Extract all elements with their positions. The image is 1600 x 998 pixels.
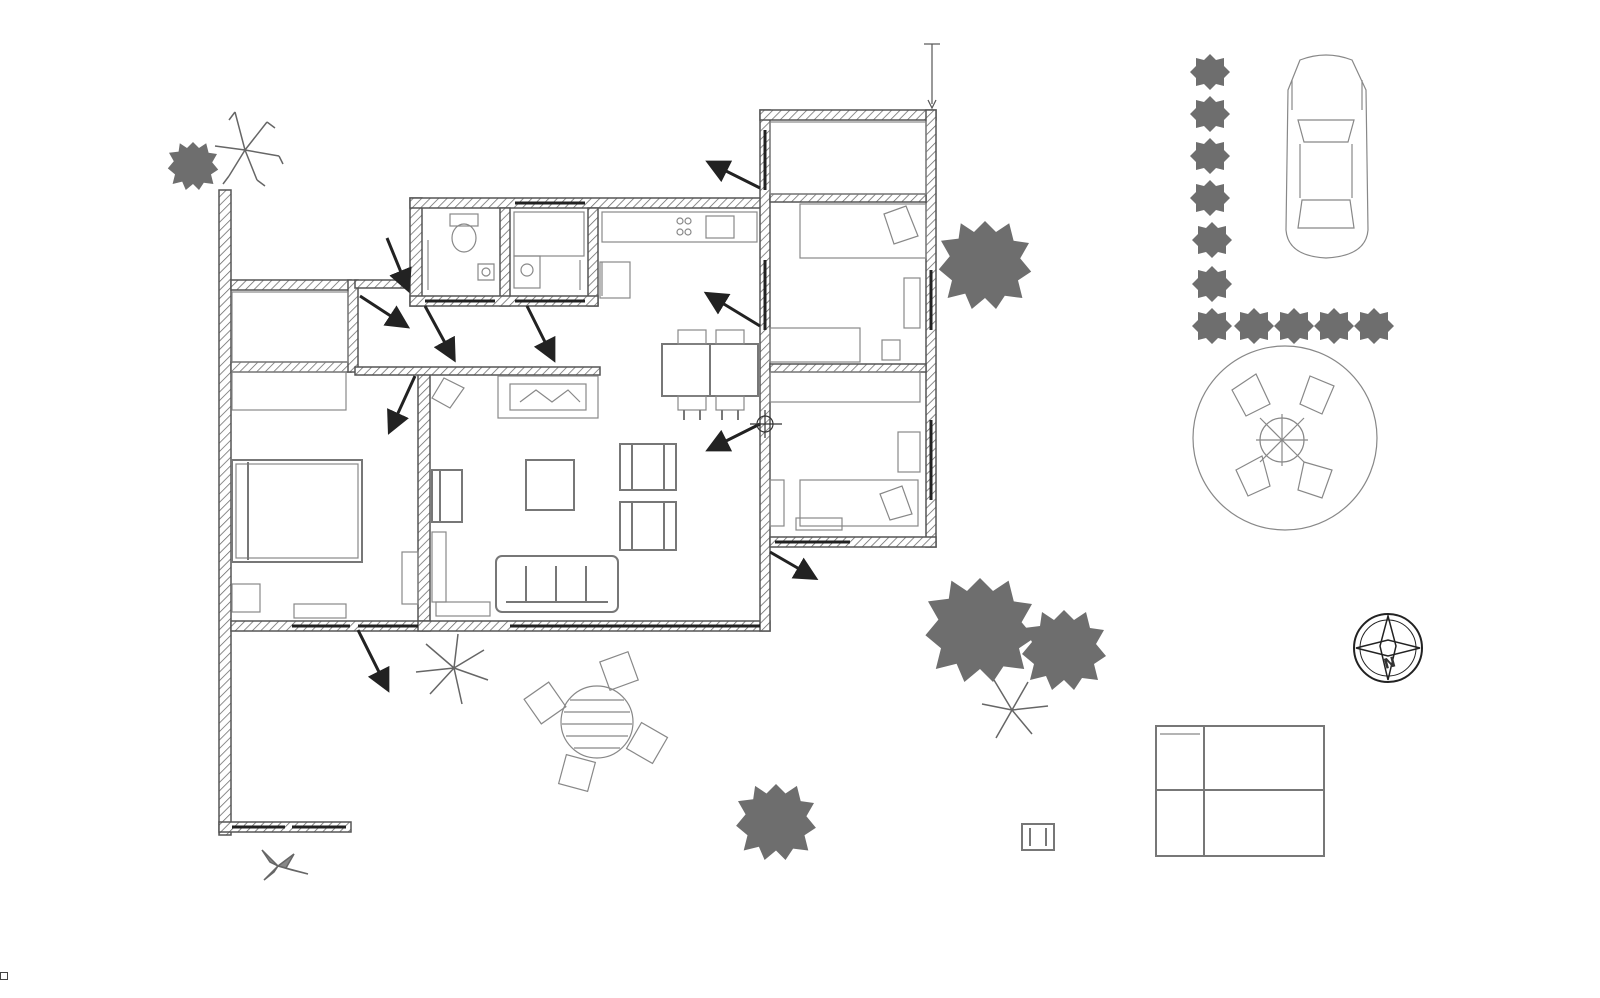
tv-unit [497,375,599,419]
garden-table-set [1192,345,1378,531]
wall-bath-divider [587,207,599,307]
wall-left-block-right [347,279,359,373]
kitchen-counter [599,211,758,299]
door-arrows [356,160,819,693]
wall-left-block-top [230,279,352,291]
double-bed [231,459,363,563]
bench [435,601,491,617]
shed [1155,725,1325,857]
left-storage [231,291,349,363]
wall-wc-top [409,197,766,209]
wall-wc-divider [499,207,511,307]
dining-table [661,329,759,420]
shower [513,211,585,290]
wall-east-bottom [769,536,937,548]
vegetation [167,54,1394,881]
patio-table-set [523,651,669,793]
desk-chair [293,603,347,619]
furniture [231,121,927,619]
car [1285,54,1369,259]
upper-bed [769,203,927,363]
toilet [427,213,495,290]
origin-marker [750,410,782,438]
wall-north-room-top [759,109,937,121]
coffee-table [525,459,575,511]
lower-bed [769,371,921,531]
dresser [401,551,419,605]
sofa [495,555,619,613]
bin [1021,823,1055,851]
section-marker [924,43,940,110]
wardrobe [231,371,347,411]
nightstand [231,583,261,613]
wall-west [218,189,232,836]
windows [232,130,933,829]
wall-left-block-mid [230,361,352,373]
wall-bedroom-east [417,371,431,628]
north-arrow-icon: N [1353,613,1423,683]
side-chair [431,469,463,523]
wall-north-room-bottom [769,193,927,203]
walls [218,109,937,836]
wall-hall-south [354,366,601,376]
corner-cabinet [431,377,465,409]
wall-wc-outer [409,197,423,307]
storage-box [769,121,927,195]
armchair-lower [619,501,677,551]
wall-east-divider [769,363,927,373]
compass-north-label: N [1382,654,1397,672]
armchair-upper [619,443,677,491]
wall-wc-bottom [409,295,599,307]
page-corner-mark [0,972,8,980]
shelf-unit [431,531,447,603]
